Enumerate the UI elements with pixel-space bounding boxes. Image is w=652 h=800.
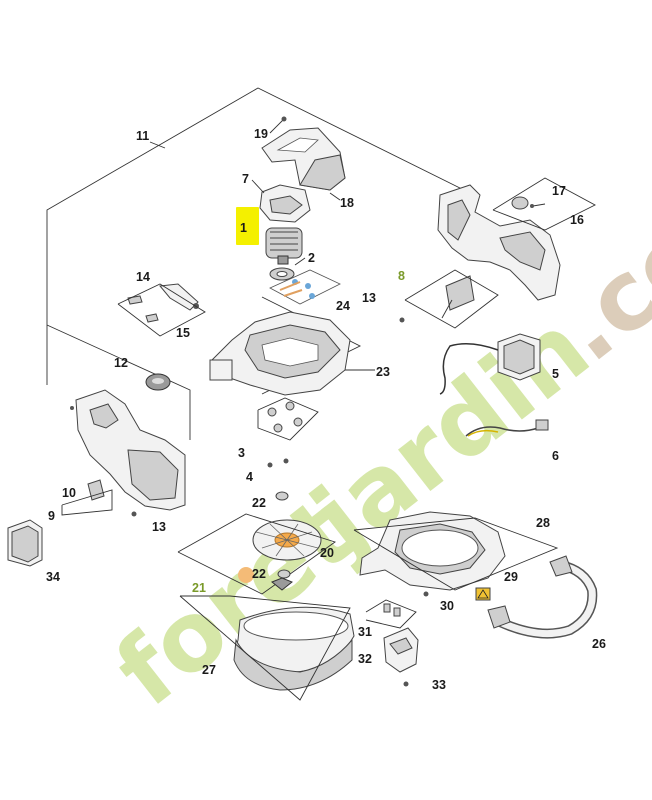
callout-24[interactable]: 24 xyxy=(336,299,350,313)
callout-27[interactable]: 27 xyxy=(202,663,216,677)
switch-part-5 xyxy=(439,333,541,395)
screw-left-top xyxy=(70,406,74,410)
callout-15[interactable]: 15 xyxy=(176,326,190,340)
watermark: foret jardin .com xyxy=(95,135,652,728)
callout-21[interactable]: 21 xyxy=(192,581,206,595)
callout-labels: 1 2 3 4 5 6 7 8 9 10 11 12 13 13 14 15 1… xyxy=(46,127,606,692)
callout-13-upper[interactable]: 13 xyxy=(362,291,376,305)
screw-part-13-upper xyxy=(399,317,405,323)
callout-32[interactable]: 32 xyxy=(358,652,372,666)
shroud-cover-part-18 xyxy=(261,127,346,191)
warning-label-part-29 xyxy=(475,587,491,601)
callout-8[interactable]: 8 xyxy=(398,269,405,283)
callout-9[interactable]: 9 xyxy=(48,509,55,523)
fan-impeller-part-20 xyxy=(252,519,322,561)
clip-set-part-31 xyxy=(365,599,417,629)
screw-part-13-lower xyxy=(131,511,137,517)
air-guide-part-27 xyxy=(233,606,355,691)
damper-set-part-3 xyxy=(257,397,319,441)
callout-17[interactable]: 17 xyxy=(552,184,566,198)
callout-2[interactable]: 2 xyxy=(308,251,315,265)
callout-6[interactable]: 6 xyxy=(552,449,559,463)
callout-31[interactable]: 31 xyxy=(358,625,372,639)
callout-30[interactable]: 30 xyxy=(440,599,454,613)
assembly-frame-11 xyxy=(46,87,471,440)
callout-12[interactable]: 12 xyxy=(114,356,128,370)
callout-19[interactable]: 19 xyxy=(254,127,268,141)
battery-part-34 xyxy=(7,519,43,567)
callout-11[interactable]: 11 xyxy=(136,129,149,143)
callout-28[interactable]: 28 xyxy=(536,516,550,530)
callout-13-lower[interactable]: 13 xyxy=(152,520,166,534)
motor-armature-part-1 xyxy=(265,227,303,265)
motor-housing-part-7 xyxy=(259,184,311,223)
screw-part-33 xyxy=(403,681,409,687)
callout-22-upper[interactable]: 22 xyxy=(252,496,266,510)
callout-22-lower[interactable]: 22 xyxy=(252,567,266,581)
callout-5[interactable]: 5 xyxy=(552,367,559,381)
callout-16[interactable]: 16 xyxy=(570,213,584,227)
cap-and-screw-part-17 xyxy=(511,196,546,210)
hose-part-26 xyxy=(487,555,598,639)
cap-part-12 xyxy=(145,373,171,391)
callout-20[interactable]: 20 xyxy=(320,546,334,560)
screw-part-19 xyxy=(269,116,287,134)
screws-part-4 xyxy=(267,458,289,468)
screw-part-30 xyxy=(423,591,429,597)
callout-18[interactable]: 18 xyxy=(340,196,354,210)
bracket-part-32 xyxy=(383,627,419,673)
callout-3[interactable]: 3 xyxy=(238,446,245,460)
callout-14[interactable]: 14 xyxy=(136,270,150,284)
bracket-part-8 xyxy=(441,275,475,319)
callout-29[interactable]: 29 xyxy=(504,570,518,584)
handle-half-part-9 xyxy=(75,389,186,511)
lock-part-15 xyxy=(127,295,159,323)
washer-part-2 xyxy=(269,267,295,281)
fan-housing-part-28 xyxy=(359,511,506,591)
callout-26[interactable]: 26 xyxy=(592,637,606,651)
handle-half-part-16 xyxy=(437,184,561,301)
callout-23[interactable]: 23 xyxy=(376,365,390,379)
callout-10[interactable]: 10 xyxy=(62,486,76,500)
washer-part-22-lower xyxy=(271,569,293,591)
latch-part-10 xyxy=(87,479,105,501)
callout-1[interactable]: 1 xyxy=(240,221,247,235)
callout-7[interactable]: 7 xyxy=(242,172,249,186)
watermark-dot xyxy=(238,567,254,583)
cable-part-6 xyxy=(465,419,549,437)
callout-highlight-part-1 xyxy=(236,207,259,245)
washer-part-22-upper xyxy=(275,491,289,501)
label-set-part-24 xyxy=(269,269,341,305)
callout-34[interactable]: 34 xyxy=(46,570,60,584)
callout-33[interactable]: 33 xyxy=(432,678,446,692)
housing-part-23 xyxy=(209,311,351,396)
callout-4[interactable]: 4 xyxy=(246,470,253,484)
